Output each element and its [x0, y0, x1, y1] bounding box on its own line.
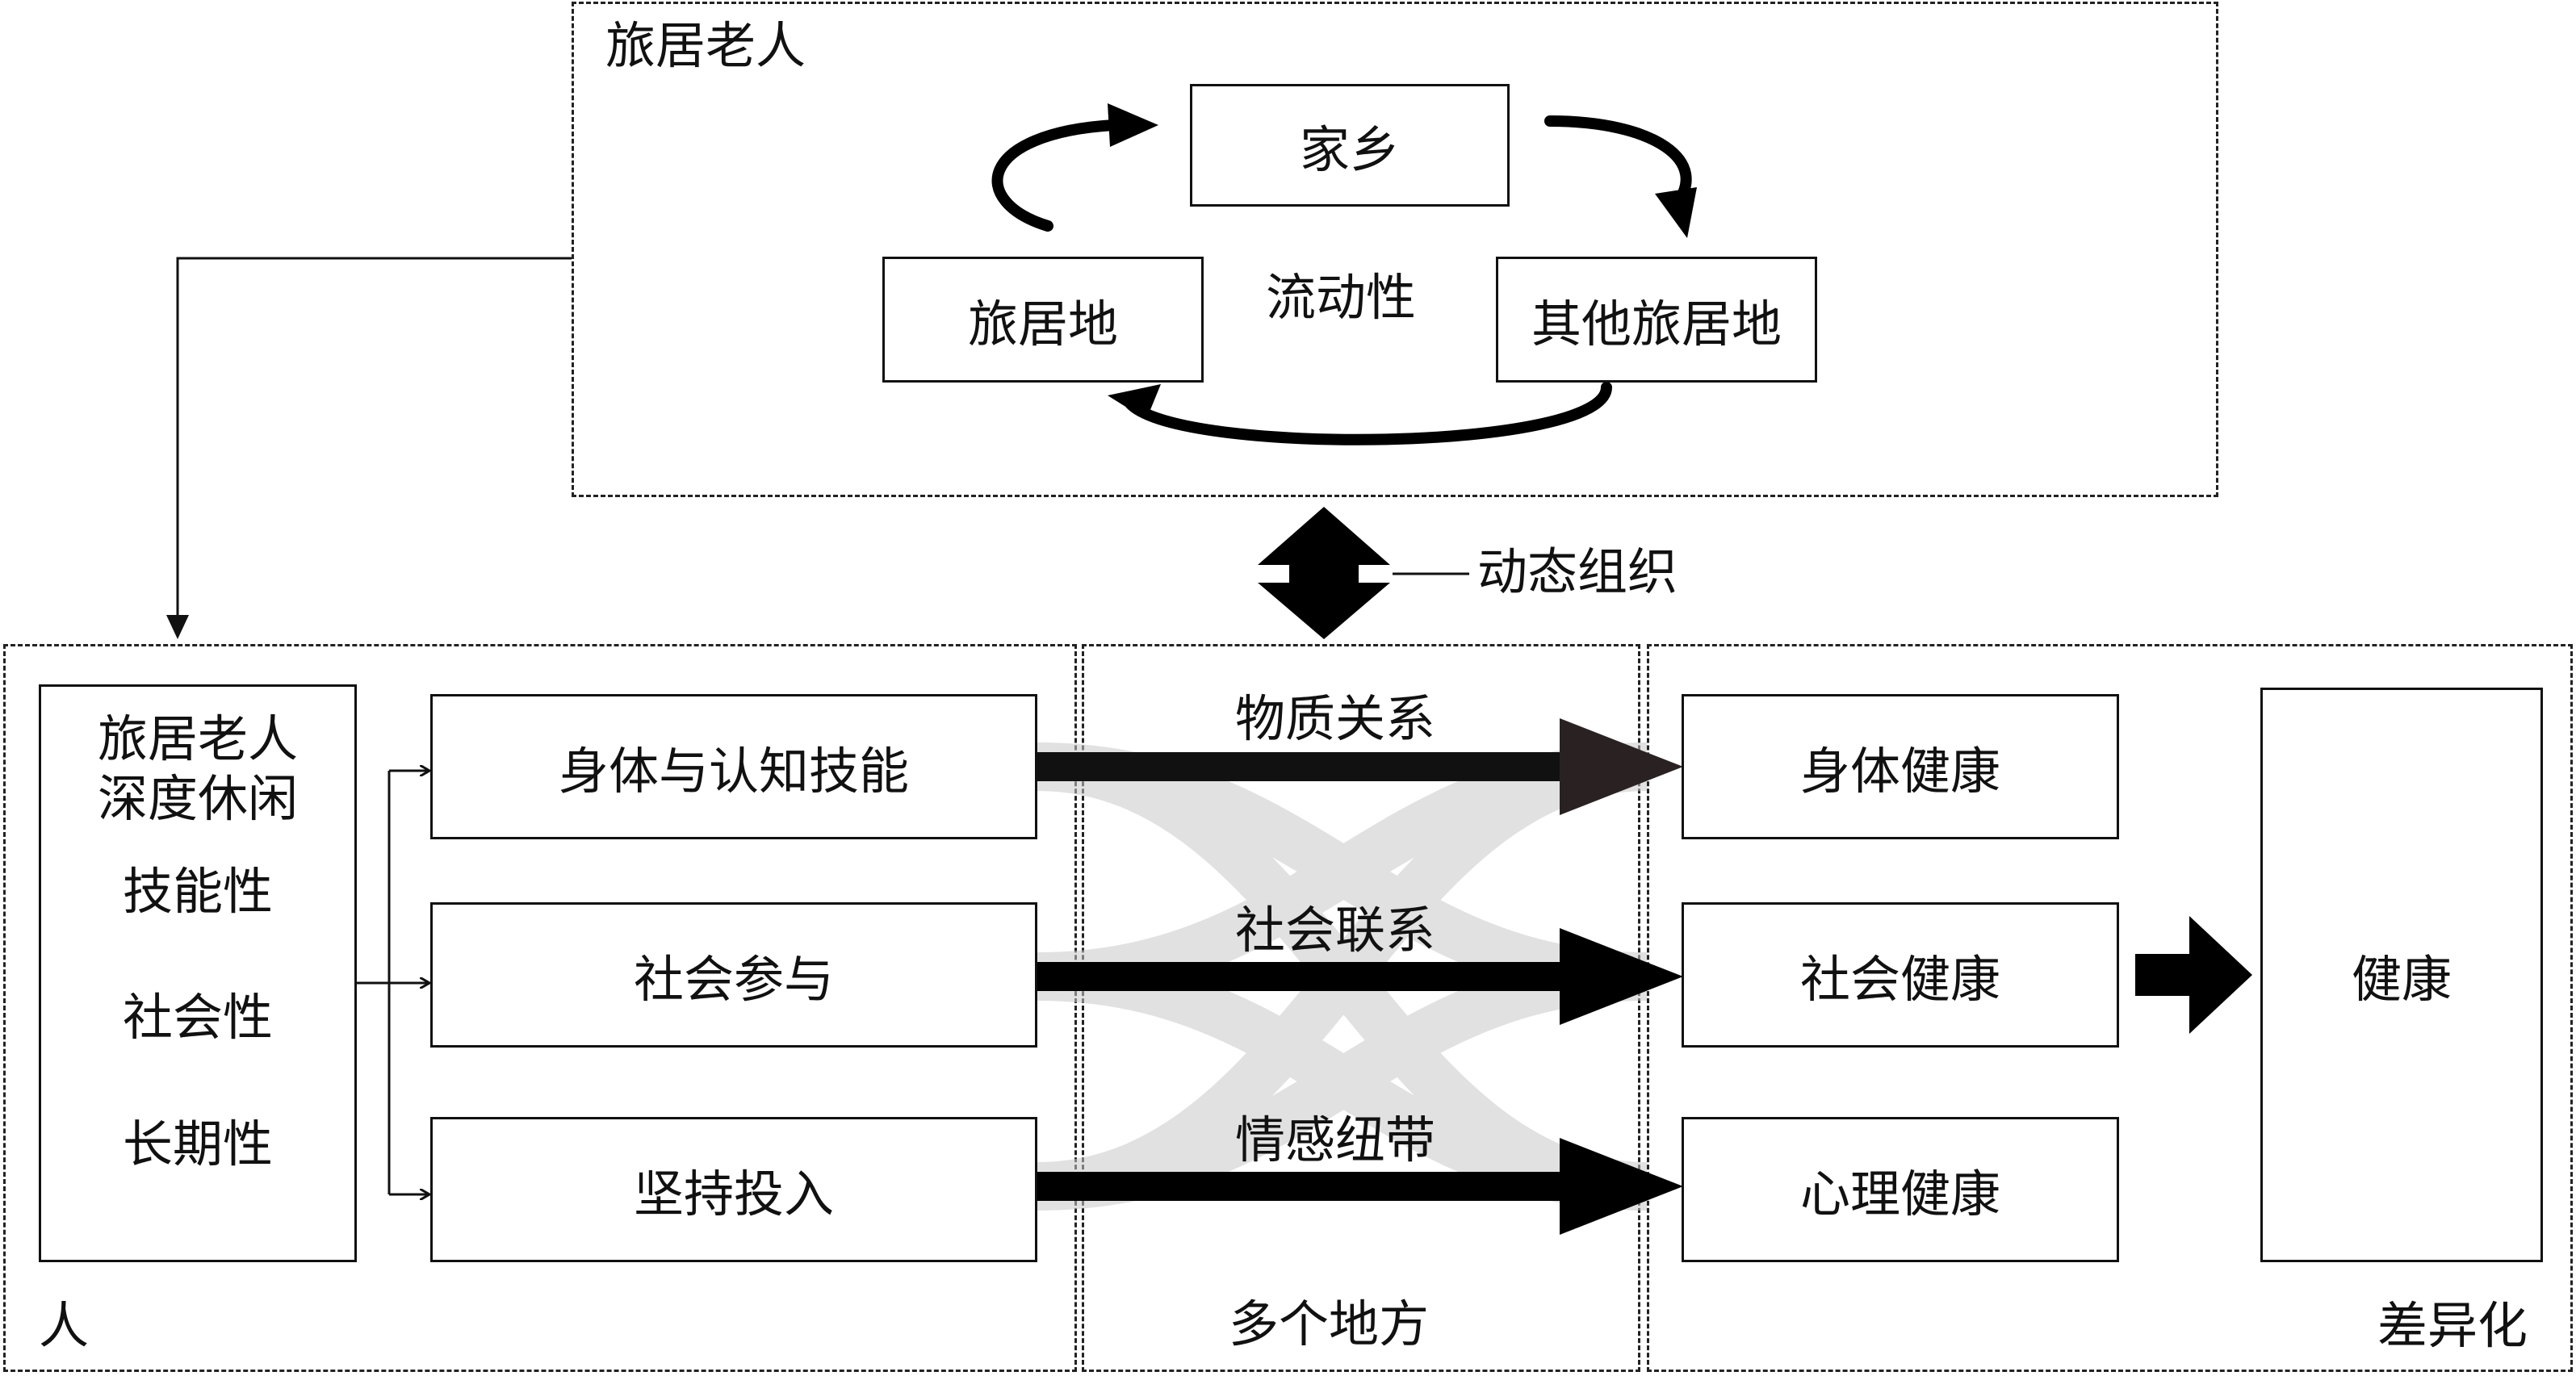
mobility-title: 旅居老人	[605, 16, 806, 75]
trait-long-term: 长期性	[122, 1114, 273, 1173]
relation-material: 物质关系	[1235, 689, 1436, 748]
person-corner-label: 人	[39, 1296, 90, 1355]
person-frame	[3, 644, 1077, 1372]
cycle-arrows	[991, 103, 1697, 445]
relation-social: 社会联系	[1235, 901, 1436, 960]
trait-skill: 技能性	[122, 861, 273, 921]
outcome-physical: 身体健康	[1682, 694, 2119, 839]
places-frame	[1082, 644, 1640, 1372]
factor-box-commitment: 坚持投入	[430, 1117, 1037, 1262]
factor-box-participation: 社会参与	[430, 902, 1037, 1048]
leisure-box: 旅居老人 深度休闲 技能性 社会性 长期性	[39, 684, 357, 1262]
leisure-stack: 旅居老人 深度休闲 技能性 社会性 长期性	[98, 709, 298, 1174]
dynamic-org-arrow	[1258, 507, 1390, 639]
outcome-social: 社会健康	[1682, 902, 2119, 1048]
relation-arrows	[1035, 718, 1683, 1235]
overall-health-box: 健康	[2260, 688, 2543, 1262]
health-block-arrow	[2135, 916, 2252, 1034]
health-frame	[1647, 644, 2573, 1372]
relation-emotional: 情感纽带	[1235, 1110, 1436, 1169]
trait-social: 社会性	[122, 988, 273, 1048]
health-corner-label: 差异化	[2377, 1296, 2528, 1355]
outcome-mental: 心理健康	[1682, 1117, 2119, 1262]
leisure-line-2: 深度休闲	[97, 769, 298, 829]
places-corner-label: 多个地方	[1229, 1294, 1430, 1353]
dynamic-org-label: 动态组织	[1477, 542, 1678, 601]
leisure-line-1: 旅居老人	[97, 709, 298, 768]
other-residence-box: 其他旅居地	[1496, 257, 1817, 383]
mobility-center-label: 流动性	[1266, 268, 1417, 327]
factor-box-skills: 身体与认知技能	[430, 694, 1037, 839]
home-box: 家乡	[1190, 84, 1510, 207]
residence-box: 旅居地	[882, 257, 1204, 383]
mobility-frame	[572, 2, 2218, 497]
